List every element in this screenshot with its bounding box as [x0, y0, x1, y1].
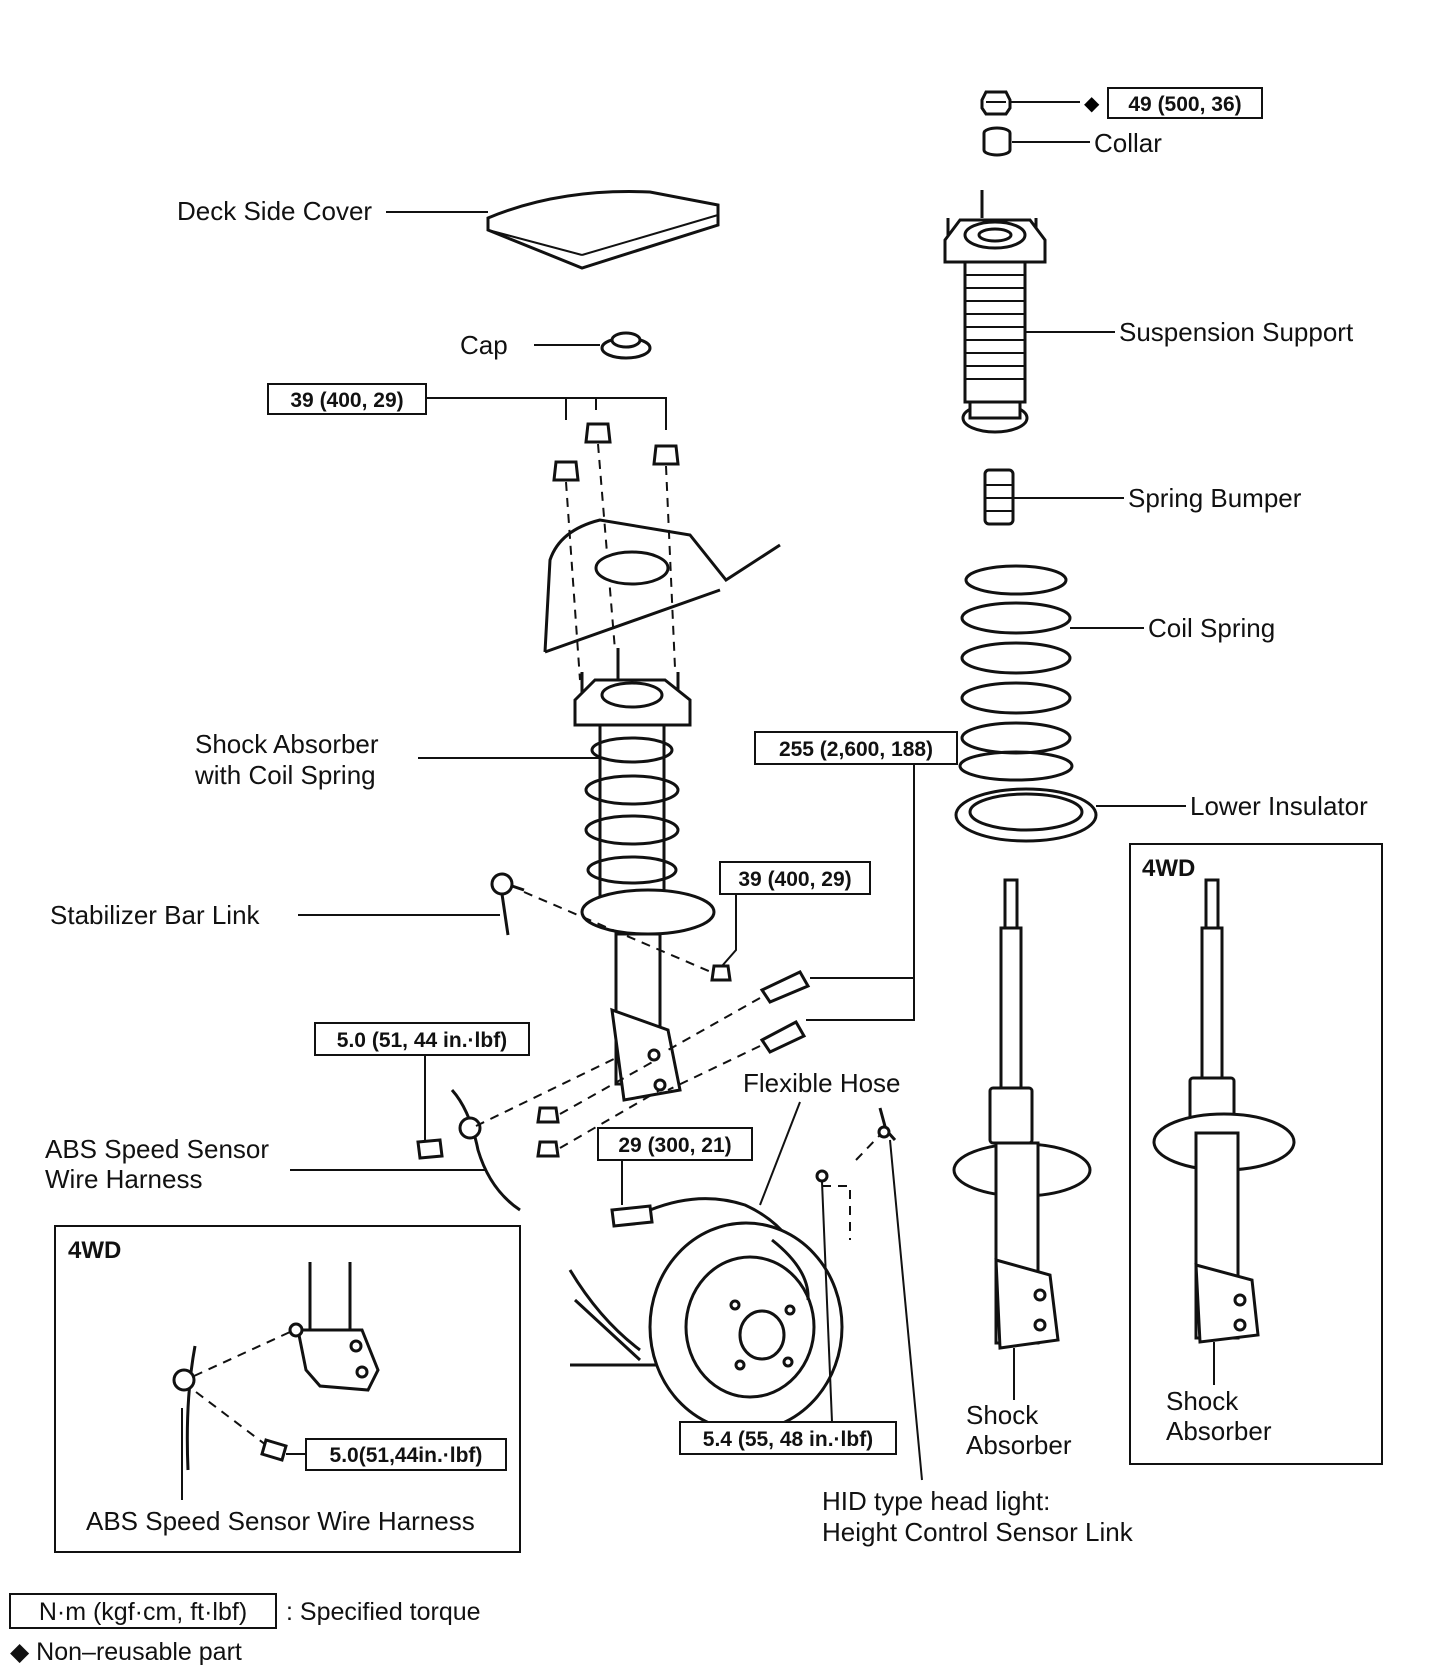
inset-knuckle-icon [288, 1262, 380, 1392]
coil-spring-icon [958, 564, 1074, 782]
inset-clamp-icon [172, 1368, 196, 1392]
legend-torque-desc: : Specified torque [286, 1598, 481, 1626]
strut-bolt-dashed-2 [667, 1045, 761, 1091]
torque-abs: 5.0 (51, 44 in.·lbf) [337, 1029, 507, 1052]
torque-box-strut-bolts [754, 731, 958, 765]
torque-strut-bolts: 255 (2,600, 188) [779, 738, 933, 761]
non-reusable-mark: ◆ [1084, 91, 1100, 115]
torque-box-hose [597, 1127, 753, 1161]
torque-box-abs [314, 1022, 530, 1056]
spring-bumper-icon [983, 468, 1015, 526]
label-deck-side-cover: Deck Side Cover [177, 196, 372, 226]
strut-nut-dashed-2 [559, 1089, 661, 1149]
inset-wire-icon [185, 1345, 197, 1471]
body-panel-icon [543, 518, 781, 654]
abs-clamp-icon [458, 1116, 482, 1140]
inset-bolt-icon [260, 1438, 288, 1462]
label-collar: Collar [1094, 128, 1162, 158]
hose-bolt-icon [610, 1204, 654, 1228]
cap-icon [600, 331, 652, 360]
label-abs-2: Wire Harness [45, 1164, 202, 1194]
torque-hid: 5.4 (55, 48 in.·lbf) [703, 1428, 873, 1451]
shock-absorber-4wd-icon [1152, 878, 1296, 1344]
hid-leader [889, 1139, 923, 1481]
strut-assembly-icon [573, 648, 716, 1102]
flexible-hose-leader [759, 1101, 801, 1206]
brake-disc-icon [568, 1221, 844, 1433]
stabilizer-torque-leader [721, 894, 737, 967]
hid-nut-icon [815, 1169, 829, 1183]
label-hid-2: Height Control Sensor Link [822, 1517, 1134, 1547]
label-flexible-hose: Flexible Hose [743, 1068, 901, 1098]
abs-dashed [475, 1057, 617, 1127]
label-coil-spring: Coil Spring [1148, 613, 1275, 643]
strut-bolts-leader [806, 764, 915, 1021]
torque-stabilizer: 39 (400, 29) [738, 868, 851, 891]
stabilizer-dashed [523, 891, 719, 976]
lower-insulator-icon [954, 787, 1098, 843]
strut-nut-icons [536, 1106, 560, 1158]
label-strut-1: Shock Absorber [195, 729, 379, 759]
stabilizer-bar-link-icon [490, 872, 525, 936]
torque-box-inset [305, 1438, 507, 1471]
label-shock-a-1: Shock [966, 1400, 1039, 1430]
label-lower-insulator: Lower Insulator [1190, 791, 1368, 821]
inset-left-header: 4WD [68, 1237, 121, 1264]
label-strut-2: with Coil Spring [194, 760, 376, 790]
torque-box-top-nut [1107, 87, 1263, 119]
torque-top-nut: 49 (500, 36) [1128, 93, 1241, 116]
strut-bolt-dashed-1 [667, 997, 761, 1051]
collar-icon [982, 126, 1012, 157]
label-stabilizer-bar-link: Stabilizer Bar Link [50, 900, 261, 930]
label-shock-b-1: Shock [1166, 1386, 1239, 1416]
legend-non-reusable: ◆ Non–reusable part [10, 1638, 242, 1666]
legend-torque-unit: N·m (kgf·cm, ft·lbf) [39, 1598, 247, 1626]
body-panel-hole [594, 550, 670, 586]
shock-absorber-icon [952, 878, 1092, 1350]
label-shock-a-2: Absorber [966, 1430, 1072, 1460]
inset-4wd-left [54, 1225, 521, 1553]
support-nuts-leader [426, 397, 667, 430]
label-hid-1: HID type head light: [822, 1486, 1050, 1516]
strut-bolt-icons [759, 970, 811, 1054]
hid-dashed [822, 1134, 881, 1240]
inset-right-header: 4WD [1142, 855, 1195, 882]
hid-torque-leader [821, 1181, 833, 1423]
torque-hose: 29 (300, 21) [618, 1134, 731, 1157]
inset-dashed-1 [193, 1331, 291, 1377]
top-nut-icon [980, 90, 1012, 116]
suspension-support-icon [943, 190, 1047, 434]
torque-inset: 5.0(51,44in.·lbf) [330, 1444, 483, 1467]
torque-box-hid [679, 1421, 897, 1455]
abs-bolt-icon [416, 1138, 444, 1160]
hid-link-joint [877, 1125, 891, 1139]
label-suspension-support: Suspension Support [1119, 317, 1354, 347]
label-inset-abs: ABS Speed Sensor Wire Harness [86, 1506, 475, 1536]
label-spring-bumper: Spring Bumper [1128, 483, 1302, 513]
stabilizer-nut-icon [710, 964, 732, 982]
strut-nut-dashed-1 [559, 1059, 657, 1115]
abs-wire-icon [450, 1088, 521, 1212]
label-cap: Cap [460, 330, 508, 360]
support-nut-dashed [565, 443, 676, 681]
label-shock-b-2: Absorber [1166, 1416, 1272, 1446]
torque-box-stabilizer [719, 861, 871, 895]
label-abs-1: ABS Speed Sensor [45, 1134, 269, 1164]
torque-support-nuts: 39 (400, 29) [290, 389, 403, 412]
support-nut-icons [552, 422, 680, 482]
legend-torque-box [9, 1593, 277, 1629]
deck-side-cover-icon [486, 190, 720, 270]
